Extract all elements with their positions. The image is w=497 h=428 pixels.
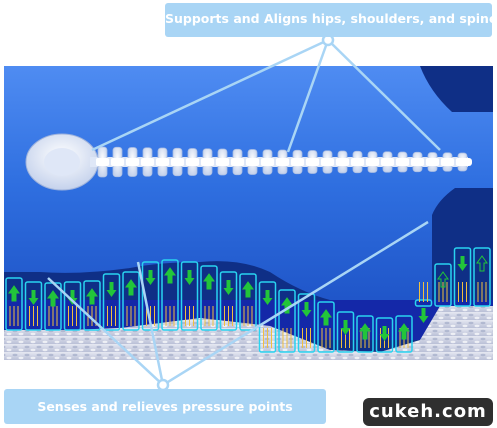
callout-support-align: Supports and Aligns hips, shoulders, and…: [165, 3, 492, 37]
watermark-logo: cukeh.com: [363, 398, 493, 426]
callout-pressure-relief: Senses and relieves pressure points: [4, 389, 326, 424]
